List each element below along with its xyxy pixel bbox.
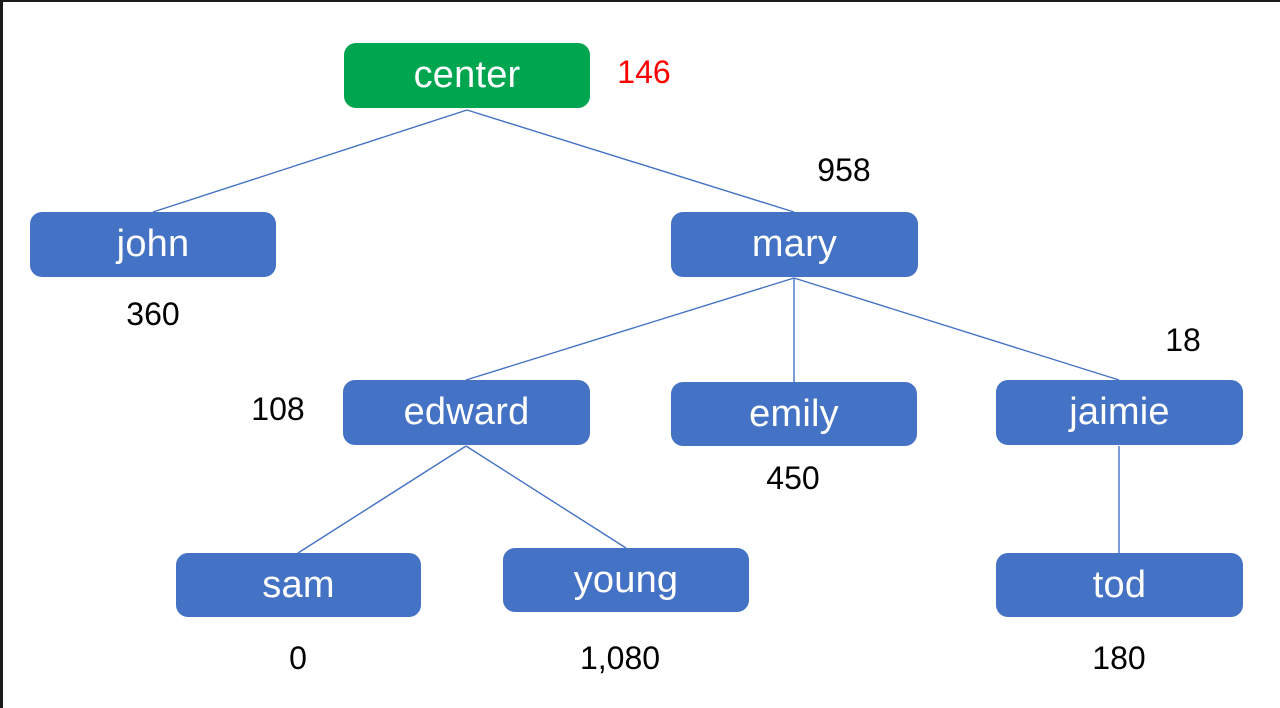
node-emily[interactable]: emily — [671, 382, 917, 446]
node-john[interactable]: john — [30, 212, 276, 277]
node-jaimie[interactable]: jaimie — [996, 380, 1243, 445]
center-value: 146 — [617, 54, 671, 90]
young-value: 1,080 — [579, 640, 661, 676]
node-sam[interactable]: sam — [176, 553, 421, 617]
node-mary[interactable]: mary — [671, 212, 918, 277]
edge-edward-sam — [297, 445, 467, 554]
edge-center-mary — [466, 109, 795, 213]
john-value: 360 — [126, 296, 180, 332]
node-tod[interactable]: tod — [996, 553, 1243, 617]
mary-value: 958 — [817, 152, 871, 188]
edward-value: 108 — [251, 391, 305, 427]
node-edward[interactable]: edward — [343, 380, 590, 445]
edge-center-john — [152, 109, 468, 213]
node-center[interactable]: center — [344, 43, 590, 108]
tod-value: 180 — [1092, 640, 1146, 676]
edge-edward-young — [465, 445, 627, 549]
jaimie-value: 18 — [1165, 322, 1201, 358]
emily-value: 450 — [766, 460, 820, 496]
edge-mary-jaimie — [793, 277, 1120, 381]
edge-mary-edward — [465, 277, 795, 381]
node-young[interactable]: young — [503, 548, 749, 612]
sam-value: 0 — [289, 640, 307, 676]
